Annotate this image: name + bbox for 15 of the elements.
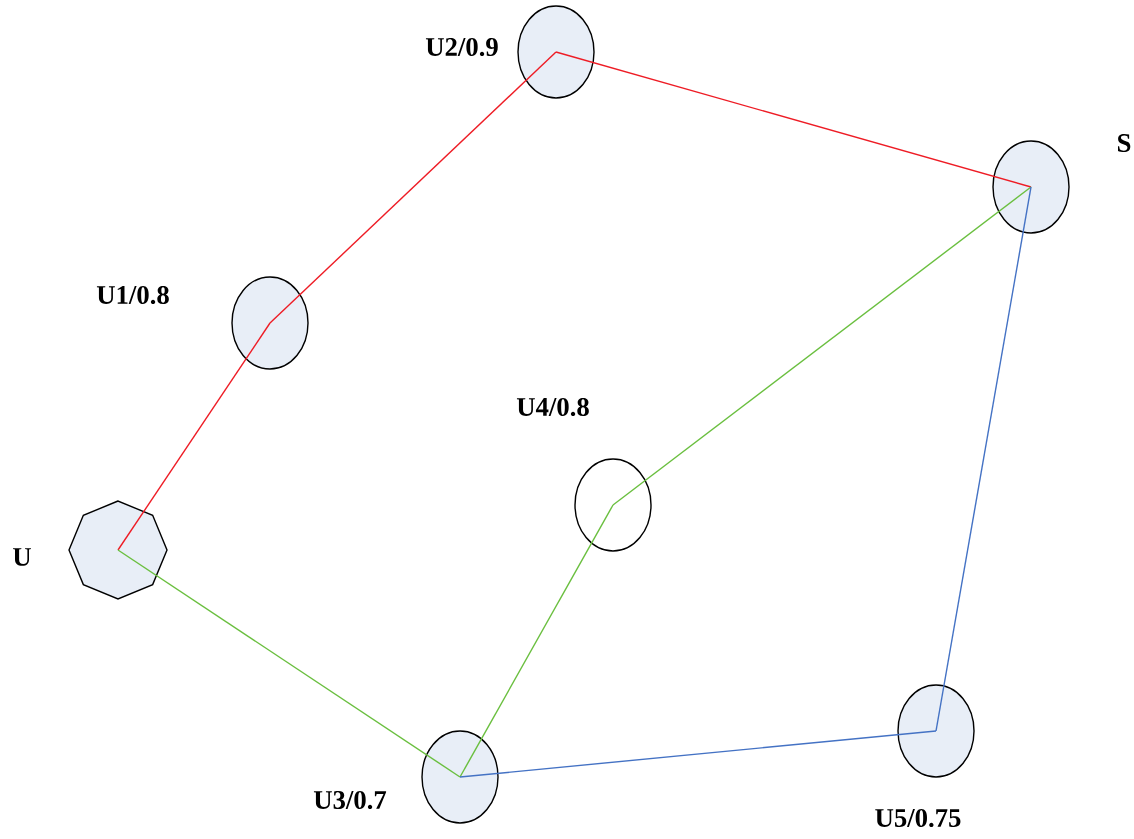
connector-line [612,186,1032,506]
node-label: U3/0.7 [313,790,387,810]
connector-line [935,186,1032,732]
node-label: S [1118,134,1131,152]
connector-line [459,504,614,778]
connector-line [117,549,461,778]
connector-line [269,51,557,324]
node-label: U4/0.8 [516,397,589,417]
connector-line [459,730,937,778]
connector-line [117,322,271,551]
connector-line [555,51,1032,188]
node-label: U1/0.8 [96,285,169,305]
node-label: U2/0.9 [425,37,498,57]
node-label: U [13,548,31,566]
node-label: U5/0.75 [875,808,961,828]
